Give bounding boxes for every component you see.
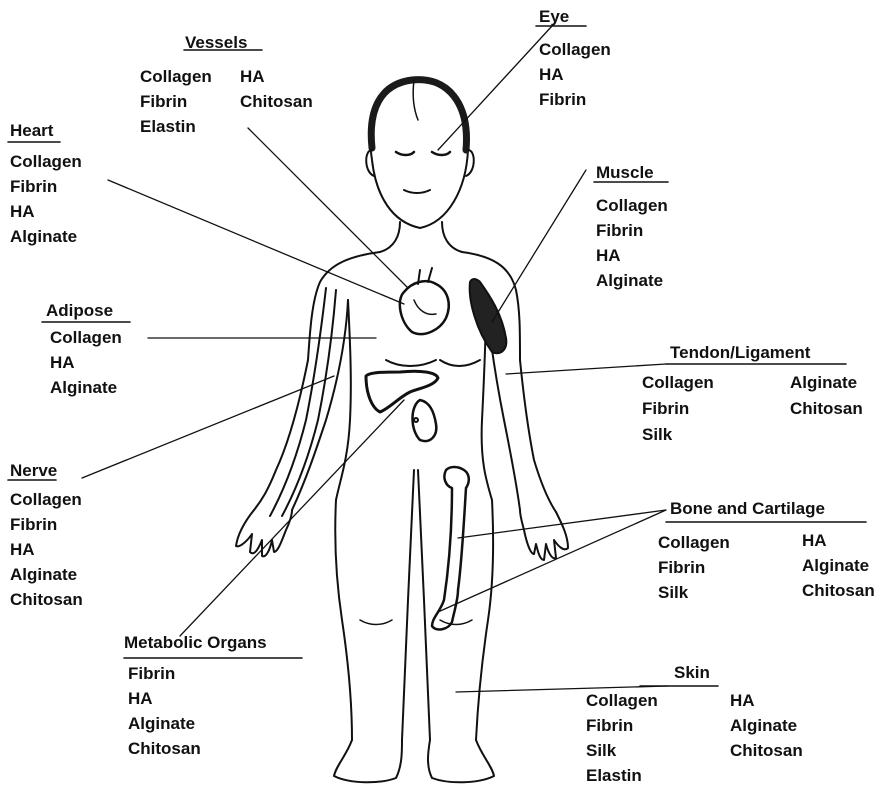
muscle-material: Alginate bbox=[596, 268, 668, 293]
nerve-material: Fibrin bbox=[10, 512, 83, 537]
skin-title-wrap: Skin bbox=[674, 660, 710, 685]
tendon-material: Fibrin bbox=[642, 396, 714, 422]
heart-organ bbox=[400, 268, 449, 334]
nerve-material: Collagen bbox=[10, 487, 83, 512]
metabolic-material: Alginate bbox=[128, 711, 267, 736]
tendon-title-wrap: Tendon/Ligament bbox=[670, 340, 810, 365]
vessels-material: Fibrin bbox=[140, 89, 212, 114]
vessels-material: Chitosan bbox=[240, 89, 313, 114]
bone-organ bbox=[432, 467, 469, 629]
tendon-material: Alginate bbox=[790, 370, 863, 396]
vessels-material: Elastin bbox=[140, 114, 212, 139]
vessels-title: Vessels bbox=[185, 33, 247, 52]
heart-material: Fibrin bbox=[10, 174, 82, 199]
vessels-title-wrap: Vessels bbox=[185, 30, 247, 55]
adipose-material: HA bbox=[50, 350, 122, 375]
bone-material: Chitosan bbox=[802, 578, 875, 603]
adipose-material: Alginate bbox=[50, 375, 122, 400]
bone-title-wrap: Bone and Cartilage bbox=[670, 496, 825, 521]
metabolic-material: Chitosan bbox=[128, 736, 267, 761]
eye-material: Collagen bbox=[539, 37, 611, 62]
nerve-material: Alginate bbox=[10, 562, 83, 587]
heart-title: Heart bbox=[10, 121, 53, 140]
bone-material: Collagen bbox=[658, 530, 730, 555]
metabolic-group: Metabolic Organs Fibrin HA Alginate Chit… bbox=[124, 630, 267, 761]
eye-group: Eye Collagen HA Fibrin bbox=[539, 4, 611, 112]
bone-title: Bone and Cartilage bbox=[670, 499, 825, 518]
bone-material: Alginate bbox=[802, 553, 875, 578]
heart-material: Alginate bbox=[10, 224, 82, 249]
bone-col2: HA Alginate Chitosan bbox=[802, 528, 875, 603]
eye-material: Fibrin bbox=[539, 87, 611, 112]
muscle-organ bbox=[470, 279, 507, 353]
muscle-group: Muscle Collagen Fibrin HA Alginate bbox=[596, 160, 668, 293]
vessels-col2: HA Chitosan bbox=[240, 64, 313, 114]
bone-col1: Collagen Fibrin Silk bbox=[658, 530, 730, 605]
skin-material: Elastin bbox=[586, 763, 658, 787]
kidney-organ bbox=[413, 400, 437, 441]
eye-title: Eye bbox=[539, 7, 569, 26]
metabolic-material: HA bbox=[128, 686, 267, 711]
hands-outline bbox=[236, 510, 568, 560]
adipose-material: Collagen bbox=[50, 325, 122, 350]
skin-material: Silk bbox=[586, 738, 658, 763]
skin-material: Alginate bbox=[730, 713, 803, 738]
heart-material: Collagen bbox=[10, 149, 82, 174]
bone-material: Silk bbox=[658, 580, 730, 605]
tendon-material: Collagen bbox=[642, 370, 714, 396]
muscle-material: HA bbox=[596, 243, 668, 268]
tendon-material: Chitosan bbox=[790, 396, 863, 422]
muscle-material: Fibrin bbox=[596, 218, 668, 243]
legs-outline bbox=[334, 470, 494, 782]
skin-material: Collagen bbox=[586, 688, 658, 713]
nerve-material: HA bbox=[10, 537, 83, 562]
heart-group: Heart Collagen Fibrin HA Alginate bbox=[10, 118, 82, 249]
skin-title: Skin bbox=[674, 663, 710, 682]
liver-organ bbox=[366, 371, 438, 412]
metabolic-material: Fibrin bbox=[128, 661, 267, 686]
skin-material: Chitosan bbox=[730, 738, 803, 763]
skin-col2: HA Alginate Chitosan bbox=[730, 688, 803, 763]
vessels-col1: Collagen Fibrin Elastin bbox=[140, 64, 212, 139]
nerve-material: Chitosan bbox=[10, 587, 83, 612]
muscle-title: Muscle bbox=[596, 163, 654, 182]
vessels-material: Collagen bbox=[140, 64, 212, 89]
tendon-material: Silk bbox=[642, 422, 714, 448]
skin-material: HA bbox=[730, 688, 803, 713]
bone-material: HA bbox=[802, 528, 875, 553]
eye-material: HA bbox=[539, 62, 611, 87]
metabolic-title: Metabolic Organs bbox=[124, 633, 267, 652]
tendon-col2: Alginate Chitosan bbox=[790, 370, 863, 422]
nerve-group: Nerve Collagen Fibrin HA Alginate Chitos… bbox=[10, 458, 83, 612]
skin-material: Fibrin bbox=[586, 713, 658, 738]
muscle-material: Collagen bbox=[596, 193, 668, 218]
adipose-group: Adipose Collagen HA Alginate bbox=[46, 298, 122, 400]
nerve-title: Nerve bbox=[10, 461, 57, 480]
skin-col1: Collagen Fibrin Silk Elastin bbox=[586, 688, 658, 787]
head-outline bbox=[366, 79, 474, 228]
vessels-material: HA bbox=[240, 64, 313, 89]
bone-material: Fibrin bbox=[658, 555, 730, 580]
adipose-title: Adipose bbox=[46, 301, 113, 320]
heart-material: HA bbox=[10, 199, 82, 224]
tendon-title: Tendon/Ligament bbox=[670, 343, 810, 362]
torso-outline bbox=[254, 222, 556, 512]
tendon-col1: Collagen Fibrin Silk bbox=[642, 370, 714, 448]
